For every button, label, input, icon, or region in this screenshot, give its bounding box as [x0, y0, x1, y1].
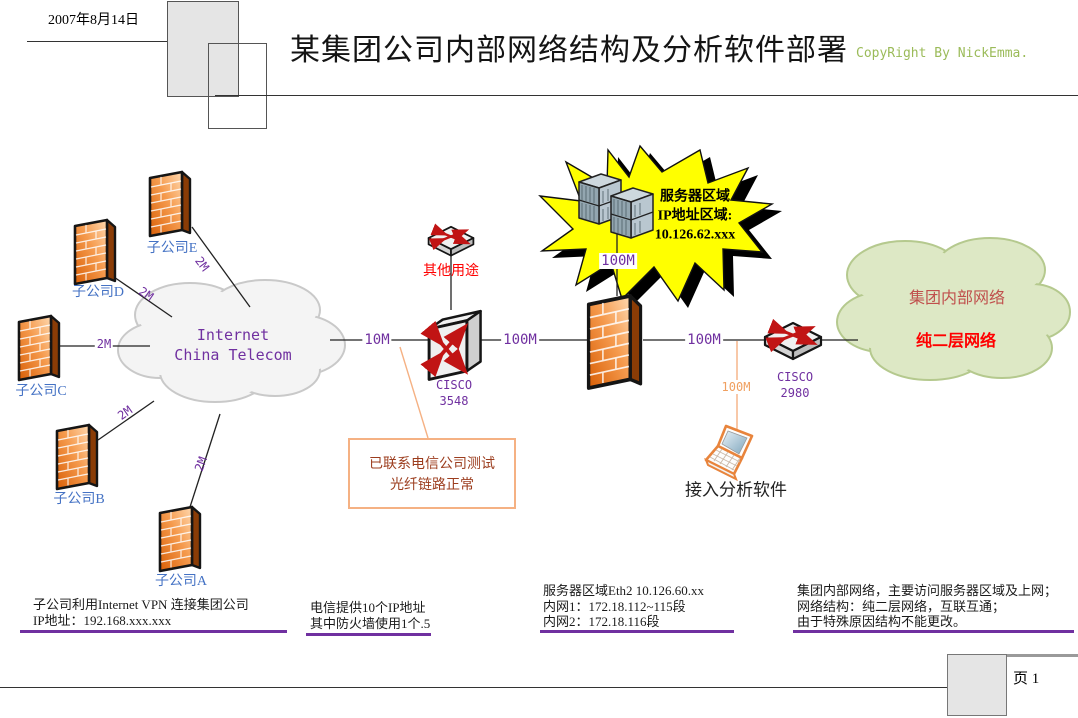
link-label-100m-right: 100M	[685, 332, 723, 348]
internet-cloud-label: Internet China Telecom	[174, 325, 291, 365]
page-title: 某集团公司内部网络结构及分析软件部署	[290, 34, 848, 67]
copyright-text: CopyRight By NickEmma.	[856, 46, 1029, 61]
callout-line1: 已联系电信公司测试	[369, 457, 495, 472]
note3-line2: 内网1：172.18.112~115段	[543, 598, 686, 614]
router-cisco-3548-icon	[429, 311, 480, 379]
label-subsidiary-c: 子公司C	[15, 384, 67, 399]
link-2m-subsidiary-b	[97, 400, 155, 441]
note4-line1: 集团内部网络，主要访问服务器区域及上网；	[797, 583, 1058, 598]
label-subsidiary-e: 子公司E	[146, 241, 198, 256]
callout-line2: 光纤链路正常	[390, 478, 474, 493]
note1-line2: IP地址：192.168.xxx.xxx	[33, 612, 172, 628]
header-left-rule	[27, 41, 168, 42]
title-block-gray-box	[167, 1, 239, 97]
firewall-icon-main	[586, 294, 643, 390]
server-area-line1: 服务器区域	[660, 189, 730, 205]
switch-other-use-icon	[429, 227, 474, 256]
note4-line2: 网络结构：纯二层网络，互联互通；	[797, 598, 1006, 614]
link-2m-subsidiary-a	[189, 413, 221, 508]
link-2m-subsidiary-d	[113, 276, 173, 318]
note-server-segments: 服务器区域Eth2 10.126.60.xx 内网1：172.18.112~11…	[543, 583, 704, 630]
label-subsidiary-d: 子公司D	[71, 285, 125, 300]
note3-line3: 内网2：172.18.116段	[543, 614, 660, 629]
label-subsidiary-b: 子公司B	[53, 492, 105, 507]
note3-line1: 服务器区域Eth2 10.126.60.xx	[543, 583, 705, 598]
date-label: 2007年8月14日	[48, 13, 139, 28]
label-subsidiary-a: 子公司A	[154, 574, 208, 589]
link-label-100m-left: 100M	[501, 332, 539, 348]
cisco-2980-line1: CISCO	[776, 370, 814, 384]
callout-leader-line	[399, 346, 429, 439]
server-stack-icon	[610, 187, 654, 239]
group-network-cloud-shape	[836, 237, 1071, 381]
server-area-line3: 10.126.62.xxx	[654, 227, 736, 243]
firewall-icon-subsidiary-d	[73, 218, 117, 286]
server-area-line2: IP地址区域:	[657, 208, 733, 224]
cisco-2980-label: CISCO 2980	[777, 369, 813, 401]
firewall-icon-subsidiary-c	[17, 314, 61, 382]
page-number: 页 1	[1013, 671, 1040, 687]
title-block-outline-box	[208, 43, 267, 129]
note1-underline	[20, 630, 287, 633]
note4-underline	[793, 630, 1074, 633]
cisco-3548-label: CISCO 3548	[436, 377, 472, 409]
cisco-3548-line2: 3548	[439, 394, 469, 408]
cisco-2980-line2: 2980	[780, 386, 810, 400]
footer-gray-rule	[1007, 654, 1078, 657]
note3-underline	[540, 630, 734, 633]
firewall-icon-subsidiary-e	[148, 170, 192, 238]
note2-underline	[306, 633, 431, 636]
firewall-icon-subsidiary-a	[158, 505, 202, 573]
cisco-3548-line1: CISCO	[435, 378, 473, 392]
switch-cisco-2980-icon	[765, 323, 821, 359]
group-cloud-line2: 纯二层网络	[915, 333, 997, 350]
link-label-100m-server: 100M	[599, 253, 637, 269]
internet-cloud-line1: Internet	[196, 326, 270, 344]
group-cloud-line1: 集团内部网络	[908, 290, 1006, 307]
link-2m-subsidiary-e	[191, 226, 251, 308]
other-switch-label: 其他用途	[423, 264, 479, 279]
note4-line3: 由于特殊原因结构不能更改。	[797, 614, 967, 629]
footer-box	[947, 654, 1007, 716]
internet-cloud-line2: China Telecom	[174, 346, 292, 364]
link-label-2m-c: 2M	[94, 337, 114, 351]
laptop-label: 接入分析软件	[685, 480, 787, 500]
internet-cloud-shape	[117, 279, 346, 403]
note2-line1: 电信提供10个IP地址	[310, 600, 426, 615]
header-bottom-rule	[215, 95, 1078, 96]
note1-line1: 子公司利用Internet VPN 连接集团公司	[33, 597, 249, 612]
callout-box: 已联系电信公司测试 光纤链路正常	[348, 438, 516, 509]
note-group-network: 集团内部网络，主要访问服务器区域及上网； 网络结构：纯二层网络，互联互通； 由于…	[797, 583, 1057, 630]
note2-line2: 其中防火墙使用1个.5	[310, 615, 431, 631]
link-label-100m-laptop: 100M	[719, 380, 753, 394]
firewall-icon-subsidiary-b	[55, 423, 99, 491]
note-telecom-ip: 电信提供10个IP地址 其中防火墙使用1个.5	[310, 600, 430, 631]
laptop-icon	[704, 424, 754, 481]
footer-rule	[0, 687, 947, 688]
note-subsidiary-vpn: 子公司利用Internet VPN 连接集团公司 IP地址：192.168.xx…	[33, 597, 249, 628]
link-label-10m: 10M	[362, 332, 392, 348]
server-area-text: 服务器区域 IP地址区域: 10.126.62.xxx	[655, 188, 736, 245]
